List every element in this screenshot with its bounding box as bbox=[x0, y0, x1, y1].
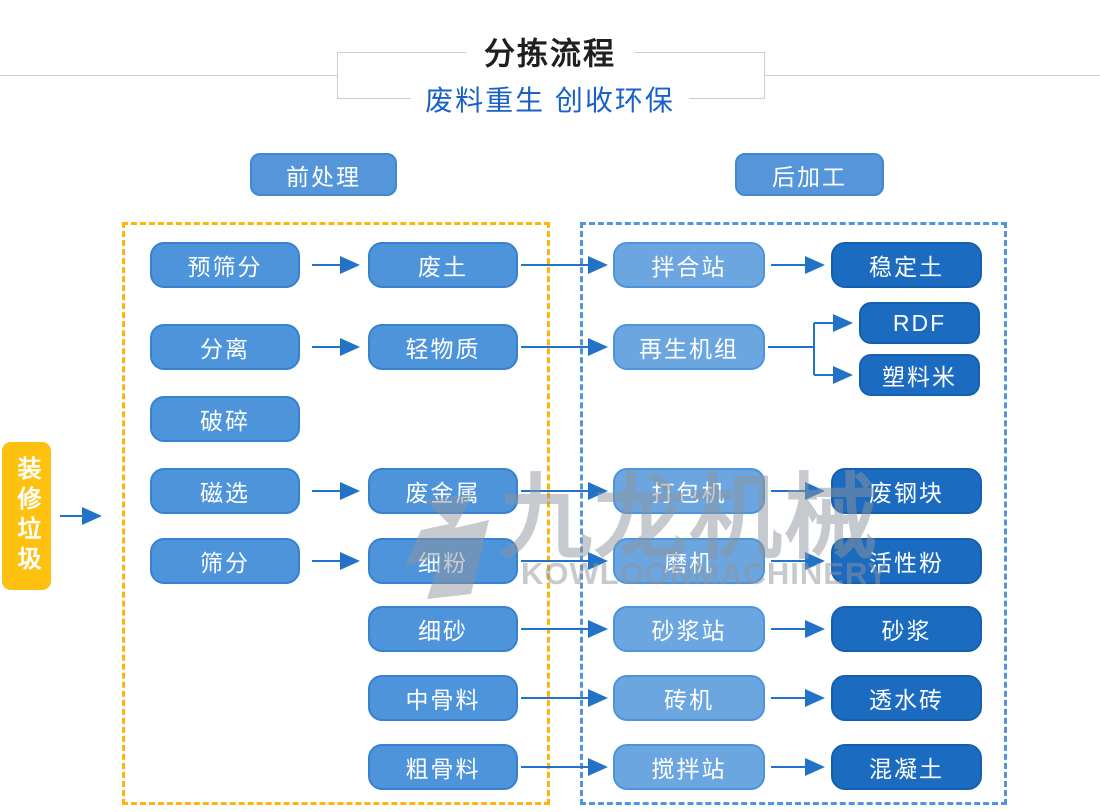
node-plastic-pellets: 塑料米 bbox=[859, 354, 980, 396]
node-magnetic-separation: 磁选 bbox=[150, 468, 300, 514]
node-permeable-brick: 透水砖 bbox=[831, 675, 982, 721]
node-mortar: 砂浆 bbox=[831, 606, 982, 652]
header-left-line bbox=[0, 75, 337, 76]
page-title: 分拣流程 bbox=[466, 28, 634, 74]
node-brick-machine: 砖机 bbox=[613, 675, 765, 721]
node-mill: 磨机 bbox=[613, 538, 765, 584]
node-screening: 筛分 bbox=[150, 538, 300, 584]
source-node-renovation-waste: 装修垃圾 bbox=[2, 442, 51, 590]
node-pre-screening: 预筛分 bbox=[150, 242, 300, 288]
node-active-powder: 活性粉 bbox=[831, 538, 982, 584]
node-separation: 分离 bbox=[150, 324, 300, 370]
section-label-pre-processing: 前处理 bbox=[250, 153, 397, 196]
node-concrete: 混凝土 bbox=[831, 744, 982, 790]
node-coarse-aggregate: 粗骨料 bbox=[368, 744, 518, 790]
node-stabilized-soil: 稳定土 bbox=[831, 242, 982, 288]
node-fine-sand: 细砂 bbox=[368, 606, 518, 652]
node-rdf: RDF bbox=[859, 302, 980, 344]
node-baler: 打包机 bbox=[613, 468, 765, 514]
node-mortar-station: 砂浆站 bbox=[613, 606, 765, 652]
page-subtitle: 废料重生 创收环保 bbox=[411, 79, 689, 119]
section-label-post-processing: 后加工 bbox=[735, 153, 884, 196]
node-fine-powder: 细粉 bbox=[368, 538, 518, 584]
node-recycling-unit: 再生机组 bbox=[613, 324, 765, 370]
node-light-material: 轻物质 bbox=[368, 324, 518, 370]
node-scrap-steel-block: 废钢块 bbox=[831, 468, 982, 514]
node-medium-aggregate: 中骨料 bbox=[368, 675, 518, 721]
post-processing-zone bbox=[580, 222, 1007, 805]
arrow-group bbox=[60, 256, 853, 776]
node-waste-soil: 废土 bbox=[368, 242, 518, 288]
node-mixing-station: 拌合站 bbox=[613, 242, 765, 288]
node-stirring-station: 搅拌站 bbox=[613, 744, 765, 790]
node-crushing: 破碎 bbox=[150, 396, 300, 442]
node-scrap-metal: 废金属 bbox=[368, 468, 518, 514]
header-right-line bbox=[765, 75, 1100, 76]
pre-processing-zone bbox=[122, 222, 550, 805]
